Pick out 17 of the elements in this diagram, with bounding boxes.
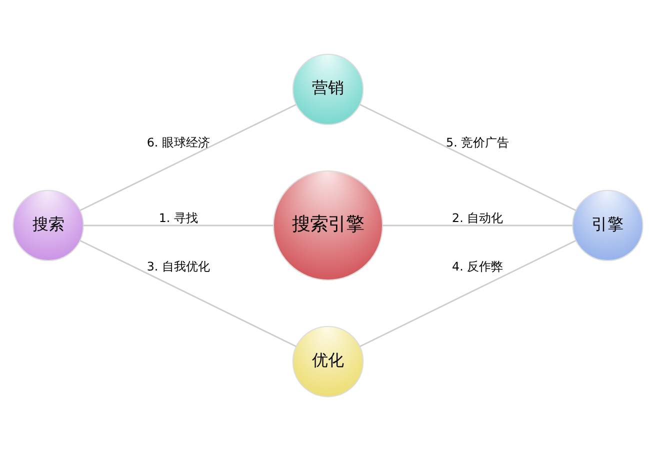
edge-label: 4. 反作弊 <box>452 259 504 274</box>
node-circle: 优化 <box>292 325 364 397</box>
edge-label: 6. 眼球经济 <box>146 134 210 149</box>
connector <box>382 224 573 226</box>
node-circle: 营销 <box>292 53 364 125</box>
node-circle: 搜索 <box>12 189 84 261</box>
node-circle: 引擎 <box>572 189 644 261</box>
edge-label: 5. 竞价广告 <box>446 134 510 149</box>
node-circle: 搜索引擎 <box>272 170 384 280</box>
edge-label: 1. 寻找 <box>158 210 198 225</box>
connector <box>80 103 296 211</box>
connector <box>360 240 576 347</box>
connector <box>80 239 296 347</box>
edge-label: 2. 自动化 <box>452 210 504 225</box>
connector <box>360 103 576 210</box>
connector <box>83 224 274 226</box>
edge-label: 3. 自我优化 <box>146 259 210 274</box>
